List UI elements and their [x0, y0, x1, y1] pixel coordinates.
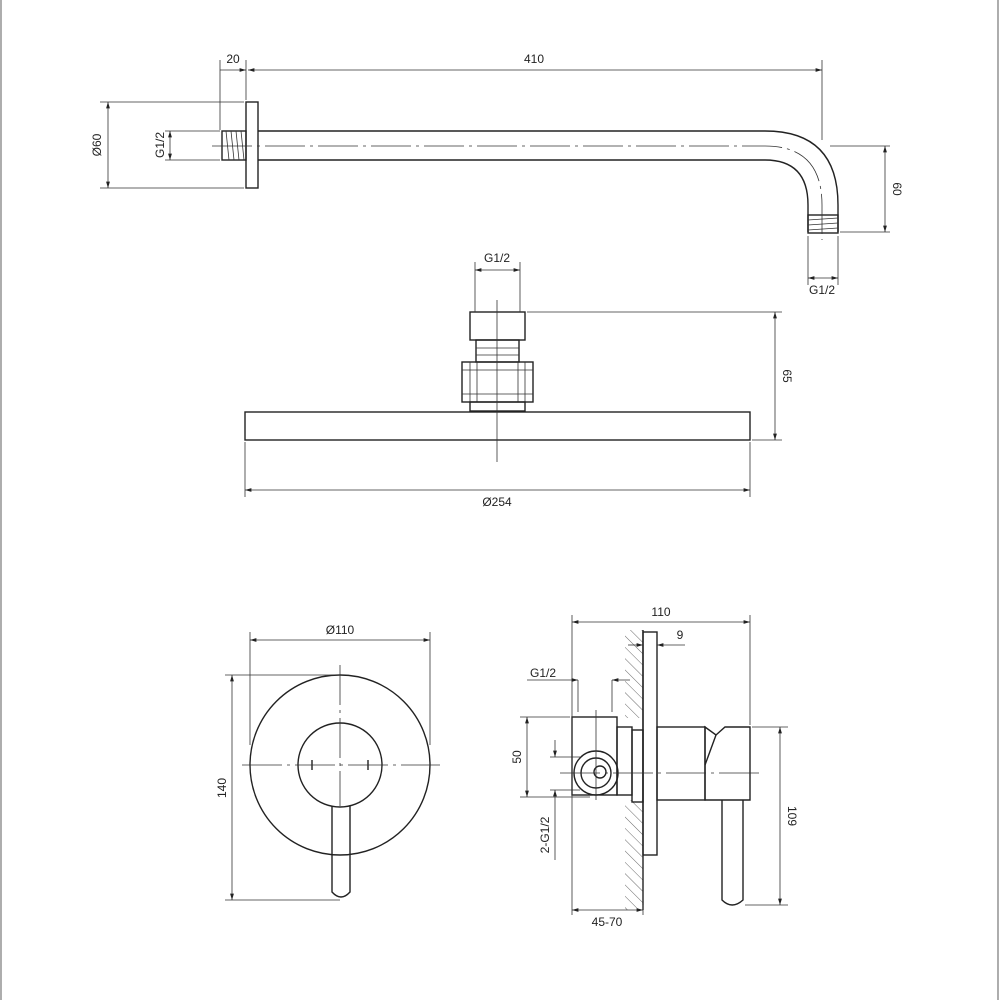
plate-thickness-label: 9 — [677, 628, 684, 642]
side-depth-label: 110 — [651, 605, 670, 619]
mixer-diameter-label: Ø110 — [326, 623, 355, 637]
head-height-label: 65 — [780, 369, 794, 383]
mixer-side-view — [560, 630, 760, 910]
side-height-label: 109 — [785, 806, 799, 826]
mixer-front-dimensions: Ø110 140 — [215, 623, 431, 901]
head-thread-label: G1/2 — [484, 251, 510, 265]
arm-dimensions: 20 410 Ø60 G1/2 60 G1/2 — [90, 52, 904, 297]
mixer-height-label: 140 — [215, 778, 229, 798]
arm-offset-label: 20 — [226, 52, 240, 66]
shower-head — [244, 300, 751, 462]
head-diameter-label: Ø254 — [482, 495, 512, 509]
side-thread-label: G1/2 — [530, 666, 556, 680]
shower-arm — [212, 101, 839, 240]
arm-thread-out-label: G1/2 — [809, 283, 835, 297]
flange-diameter-label: Ø60 — [90, 133, 104, 156]
inlets-label: 2-G1/2 — [538, 816, 552, 853]
arm-length-label: 410 — [524, 52, 544, 66]
head-dimensions: G1/2 65 Ø254 — [244, 251, 794, 509]
mixer-side-dimensions: 110 9 G1/2 50 2-G1/2 109 45-70 — [510, 605, 799, 929]
arm-drop-label: 60 — [890, 182, 904, 196]
wall-depth-label: 45-70 — [592, 915, 623, 929]
mixer-front-view — [242, 665, 440, 898]
inlet-spacing-label: 50 — [510, 750, 524, 764]
arm-thread-in-label: G1/2 — [153, 132, 167, 158]
